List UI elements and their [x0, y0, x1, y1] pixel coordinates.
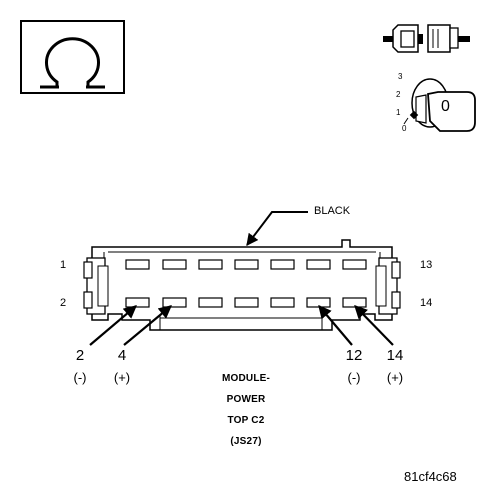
ignition-position-0: 0	[402, 124, 407, 133]
probe-pin-14: 14	[386, 347, 404, 364]
probe-pin-12: 12	[345, 347, 363, 364]
connector-title-line-3: TOP C2	[227, 415, 265, 426]
cavity-9	[270, 259, 295, 270]
cavity-12	[306, 297, 331, 308]
probe-polarity-pin-12: (-)	[347, 370, 361, 385]
ignition-position-2: 2	[396, 90, 401, 99]
wire-color-leader	[246, 211, 308, 246]
cavity-14	[342, 297, 367, 308]
probe-arrow-pin-12	[318, 304, 353, 346]
figure-id: 81cf4c68	[404, 469, 457, 484]
ignition-key-label: 0	[441, 98, 450, 115]
wire-color-label: BLACK	[314, 205, 351, 217]
cavity-10	[270, 297, 295, 308]
cavity-7	[234, 259, 259, 270]
connector-left-latch	[83, 257, 109, 315]
cavity-13	[342, 259, 367, 270]
connector-title-line-1: MODULE-	[221, 373, 271, 384]
ohmmeter-icon	[20, 20, 125, 94]
probe-arrow-pin-2	[89, 305, 138, 346]
connector-title-line-2: POWER	[226, 394, 266, 405]
connector-body	[91, 239, 393, 331]
cavity-1	[125, 259, 150, 270]
cavity-5	[198, 259, 223, 270]
pin-label-14: 14	[420, 297, 433, 309]
probe-polarity-pin-2: (-)	[73, 370, 87, 385]
probe-arrows	[89, 304, 394, 346]
pin-label-2: 2	[60, 297, 67, 309]
ignition-position-1: 1	[396, 108, 401, 117]
ignition-key-icon	[403, 78, 476, 132]
connector-title-line-4: (JS27)	[230, 436, 262, 447]
cavity-row-bottom	[125, 297, 367, 308]
probe-pin-4: 4	[117, 347, 127, 364]
ignition-position-3: 3	[398, 72, 403, 81]
probe-polarity-pin-4: (+)	[113, 370, 131, 385]
disconnect-connector-icon	[383, 24, 470, 53]
cavity-6	[198, 297, 223, 308]
cavity-8	[234, 297, 259, 308]
cavity-row-top	[125, 259, 367, 270]
cavity-11	[306, 259, 331, 270]
cavity-3	[162, 259, 187, 270]
probe-polarity-pin-14: (+)	[386, 370, 404, 385]
cavity-2	[125, 297, 150, 308]
pin-label-1: 1	[60, 259, 67, 271]
probe-pin-2: 2	[75, 347, 85, 364]
probe-arrow-pin-14	[354, 305, 394, 346]
probe-arrow-pin-4	[123, 305, 173, 346]
cavity-4	[162, 297, 187, 308]
connector-right-latch	[375, 257, 401, 315]
pin-label-13: 13	[420, 259, 433, 271]
